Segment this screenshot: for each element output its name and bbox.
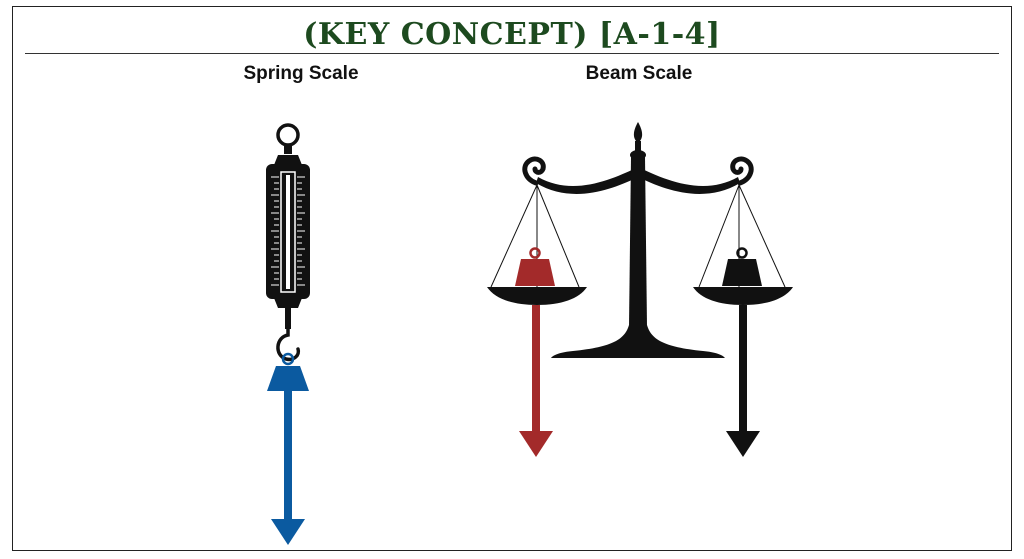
- figure-title: (KEY CONCEPT) [A-1-4]: [303, 17, 721, 52]
- title-divider: [25, 53, 999, 54]
- beam-scale-icon: [487, 122, 793, 358]
- left-force-arrow-icon: [519, 305, 553, 457]
- spring-scale-label: Spring Scale: [243, 63, 359, 84]
- right-force-arrow-icon: [726, 305, 760, 457]
- figure-frame: (KEY CONCEPT) [A-1-4] Spring Scale Beam …: [12, 6, 1012, 551]
- diagram-canvas: [266, 122, 793, 545]
- spring-scale-icon: [266, 123, 310, 362]
- spring-weight-icon: [267, 352, 309, 391]
- beam-scale-label: Beam Scale: [585, 63, 693, 84]
- left-pan-weight-icon: [515, 247, 555, 286]
- right-pan-weight-icon: [722, 247, 762, 286]
- spring-force-arrow-icon: [271, 391, 305, 545]
